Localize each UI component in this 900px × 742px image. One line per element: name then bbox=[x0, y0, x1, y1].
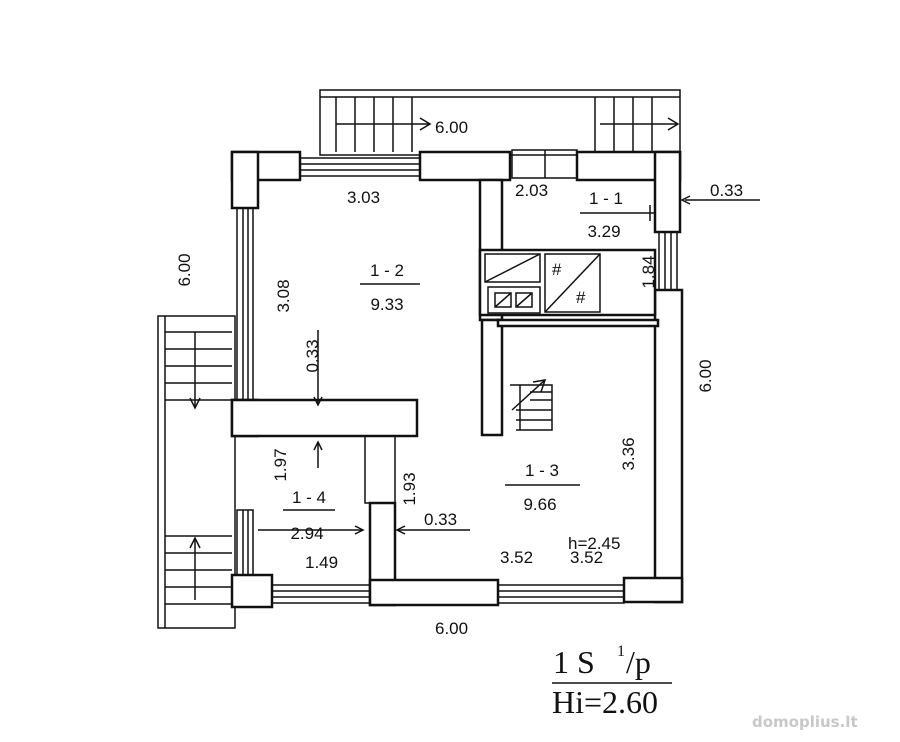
dim-r12-width: 3.03 bbox=[347, 188, 380, 207]
dim-bottom: 6.00 bbox=[435, 619, 468, 638]
interior-walls bbox=[364, 149, 660, 504]
title-block: 1 S 1 /p Hi=2.60 bbox=[552, 643, 658, 720]
floor-label: 1 S bbox=[553, 644, 595, 680]
floor-height: Hi=2.60 bbox=[552, 684, 658, 720]
room-1-3-id: 1 - 3 bbox=[525, 461, 559, 480]
utility-fixtures: # # bbox=[484, 253, 601, 314]
room-1-3-area: 9.66 bbox=[523, 495, 556, 514]
dim-r13-wall-h: 1.93 bbox=[400, 472, 419, 505]
dim-r11-width: 2.03 bbox=[515, 181, 548, 200]
hash-mark: # bbox=[552, 260, 562, 279]
dim-left: 6.00 bbox=[175, 253, 194, 286]
dim-top: 6.00 bbox=[435, 118, 468, 137]
exterior-walls bbox=[230, 150, 684, 609]
dim-r12-wall: 0.33 bbox=[303, 339, 322, 372]
inner-stair bbox=[510, 379, 553, 431]
hash-mark: # bbox=[576, 288, 586, 307]
room-1-1-area: 3.29 bbox=[587, 222, 620, 241]
windows bbox=[236, 157, 678, 604]
top-terrace bbox=[319, 89, 681, 156]
dim-ext-wall: 0.33 bbox=[710, 181, 743, 200]
room-1-1-id: 1 - 1 bbox=[589, 189, 623, 208]
dim-r13-width-val: 3.52 bbox=[500, 548, 533, 567]
room-1-2-id: 1 - 2 bbox=[370, 261, 404, 280]
room-1-4-area: 2.94 bbox=[290, 524, 323, 543]
dim-r14-height: 1.97 bbox=[271, 448, 290, 481]
dim-r13-width: 3.52 bbox=[570, 548, 603, 567]
dim-r11-height: 1.84 bbox=[639, 255, 658, 288]
floor-suffix: /p bbox=[626, 644, 651, 680]
dim-r13-height: 3.36 bbox=[619, 437, 638, 470]
watermark: domoplius.lt bbox=[752, 713, 858, 731]
dim-right: 6.00 bbox=[696, 359, 715, 392]
room-1-2-area: 9.33 bbox=[370, 295, 403, 314]
dimension-lines bbox=[258, 195, 760, 684]
floor-superscript: 1 bbox=[617, 643, 625, 660]
room-1-4-id: 1 - 4 bbox=[292, 488, 326, 507]
dim-r13-wall-w: 0.33 bbox=[424, 510, 457, 529]
dim-ceiling: h=2.45 bbox=[568, 534, 620, 553]
dim-r14-width: 1.49 bbox=[305, 553, 338, 572]
dim-r12-height: 3.08 bbox=[274, 279, 293, 312]
left-stairs bbox=[157, 315, 236, 629]
